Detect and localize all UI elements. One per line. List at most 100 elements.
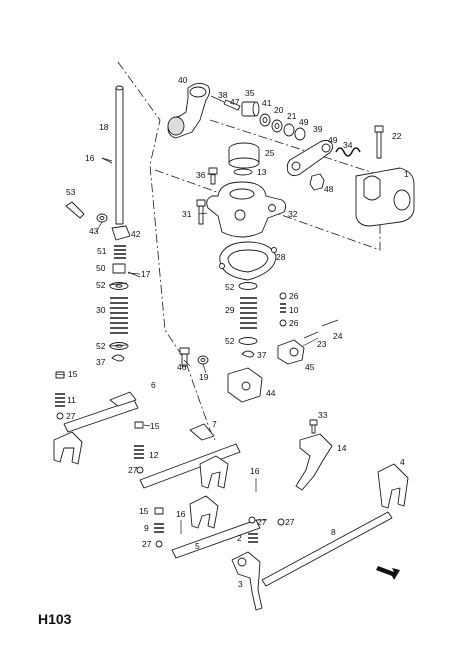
callout-36: 36 (196, 170, 206, 180)
callout-1: 1 (404, 169, 409, 179)
part-39-selector (286, 139, 333, 177)
callout-23: 23 (317, 339, 327, 349)
part-13-oring (233, 168, 253, 176)
part-37-circlip-b (241, 350, 255, 358)
callout-21: 21 (287, 111, 297, 121)
part-47-stud (223, 99, 241, 111)
part-3-fork (231, 551, 263, 611)
callout-27: 27 (285, 517, 295, 527)
callout-29: 29 (225, 305, 235, 315)
part-26-ball-b (279, 319, 287, 327)
part-30-spring (110, 297, 128, 334)
part-15-bolt-c (154, 507, 164, 515)
callout-16: 16 (250, 466, 260, 476)
part-22-bolt (374, 125, 384, 159)
part-45-block (277, 339, 305, 365)
callout-48: 48 (324, 184, 334, 194)
part-32-housing (206, 181, 287, 238)
part-51-spring (114, 245, 126, 259)
callout-15: 15 (150, 421, 160, 431)
callout-53: 53 (66, 187, 76, 197)
part-17-pin (127, 271, 141, 278)
callout-43: 43 (89, 226, 99, 236)
callout-6: 6 (151, 380, 156, 390)
callout-37: 37 (257, 350, 267, 360)
part-34-spring (335, 147, 361, 157)
callout-49: 49 (328, 135, 338, 145)
part-23-pin (303, 331, 319, 339)
callout-16: 16 (176, 509, 186, 519)
callout-52: 52 (225, 282, 235, 292)
part-33-bolt (309, 419, 318, 434)
callout-26: 26 (289, 318, 299, 328)
callout-2: 2 (237, 533, 242, 543)
part-24-pin (321, 319, 339, 327)
diagram-code: H103 (38, 611, 72, 627)
part-52-washer-c (238, 282, 258, 290)
callout-16: 16 (85, 153, 95, 163)
callout-26: 26 (289, 291, 299, 301)
callout-40: 40 (178, 75, 188, 85)
callout-24: 24 (333, 331, 343, 341)
callout-46: 46 (177, 362, 187, 372)
part-53-bolt (65, 201, 85, 219)
callout-41: 41 (262, 98, 272, 108)
callout-37: 37 (96, 357, 106, 367)
leader-lines (55, 157, 319, 521)
part-7-fork-rail (139, 423, 241, 489)
callout-18: 18 (99, 122, 109, 132)
callout-22: 22 (392, 131, 402, 141)
callout-10: 10 (289, 305, 299, 315)
part-27-ball-b (136, 466, 144, 474)
callout-30: 30 (96, 305, 106, 315)
part-5-fork-rail (171, 495, 261, 559)
part-19-washer (197, 355, 209, 365)
part-28-gasket (219, 241, 277, 281)
part-14-lever (295, 433, 333, 491)
callout-14: 14 (337, 443, 347, 453)
callout-27: 27 (128, 465, 138, 475)
callout-45: 45 (305, 362, 315, 372)
callout-5: 5 (195, 541, 200, 551)
callout-27: 27 (257, 517, 267, 527)
callout-labels: 40 38 47 35 41 20 21 49 39 49 34 22 18 2… (66, 75, 409, 589)
part-6-fork-rail (53, 391, 139, 465)
part-41-washer (259, 113, 271, 127)
part-35-bushing (241, 101, 260, 117)
callout-9: 9 (144, 523, 149, 533)
callout-47: 47 (230, 97, 240, 107)
callout-11: 11 (67, 395, 76, 405)
part-20-washer (271, 119, 283, 133)
callout-31: 31 (182, 209, 192, 219)
callout-3: 3 (238, 579, 243, 589)
part-50-nut (112, 263, 126, 274)
part-2-spring (248, 533, 258, 543)
part-21-washer (283, 123, 295, 137)
callout-8: 8 (331, 527, 336, 537)
part-46-bolt (179, 347, 190, 367)
part-27-ball-d (248, 516, 256, 524)
part-43-washer (96, 213, 108, 223)
part-29-spring (240, 297, 257, 329)
part-8-shaft (261, 511, 393, 587)
callout-19: 19 (199, 372, 209, 382)
callout-28: 28 (276, 252, 286, 262)
callout-52: 52 (96, 280, 106, 290)
callout-52: 52 (225, 336, 235, 346)
callout-7: 7 (212, 419, 217, 429)
callout-25: 25 (265, 148, 275, 158)
callout-49: 49 (299, 117, 309, 127)
callout-32: 32 (288, 209, 298, 219)
callout-50: 50 (96, 263, 106, 273)
part-36-bolt (208, 167, 218, 185)
callout-15: 15 (139, 506, 149, 516)
callout-35: 35 (245, 88, 255, 98)
part-38-pin (210, 95, 225, 103)
callout-42: 42 (131, 229, 141, 239)
callout-52: 52 (96, 341, 106, 351)
part-18-shaft (115, 85, 124, 225)
part-31-bolt (196, 199, 206, 225)
callout-13: 13 (257, 167, 267, 177)
part-12-spring (134, 445, 144, 459)
